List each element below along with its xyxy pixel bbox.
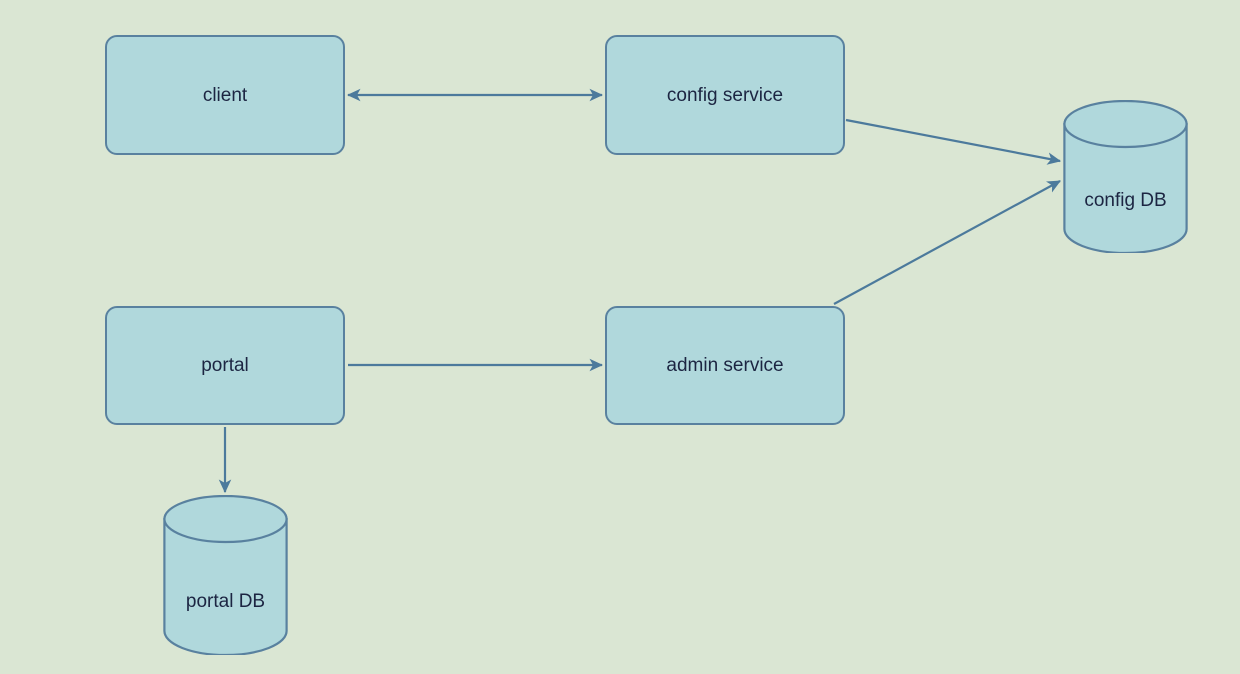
- node-portal[interactable]: portal: [105, 306, 345, 425]
- node-admin-service-label: admin service: [666, 355, 784, 376]
- node-admin-service[interactable]: admin service: [605, 306, 845, 425]
- node-client[interactable]: client: [105, 35, 345, 155]
- cylinder-shape-portal-db: [163, 494, 288, 657]
- edge-admin-service-config-db: [833, 180, 1061, 305]
- node-portal-label: portal: [201, 355, 249, 376]
- node-config-db[interactable]: config DB: [1063, 99, 1188, 255]
- node-portal-db[interactable]: portal DB: [163, 494, 288, 657]
- node-client-label: client: [202, 84, 248, 106]
- node-config-service[interactable]: config service: [605, 35, 845, 155]
- cylinder-shape-config-db: [1063, 99, 1188, 255]
- edge-config-service-config-db: [845, 118, 1062, 165]
- node-config-service-label: config service: [666, 84, 784, 106]
